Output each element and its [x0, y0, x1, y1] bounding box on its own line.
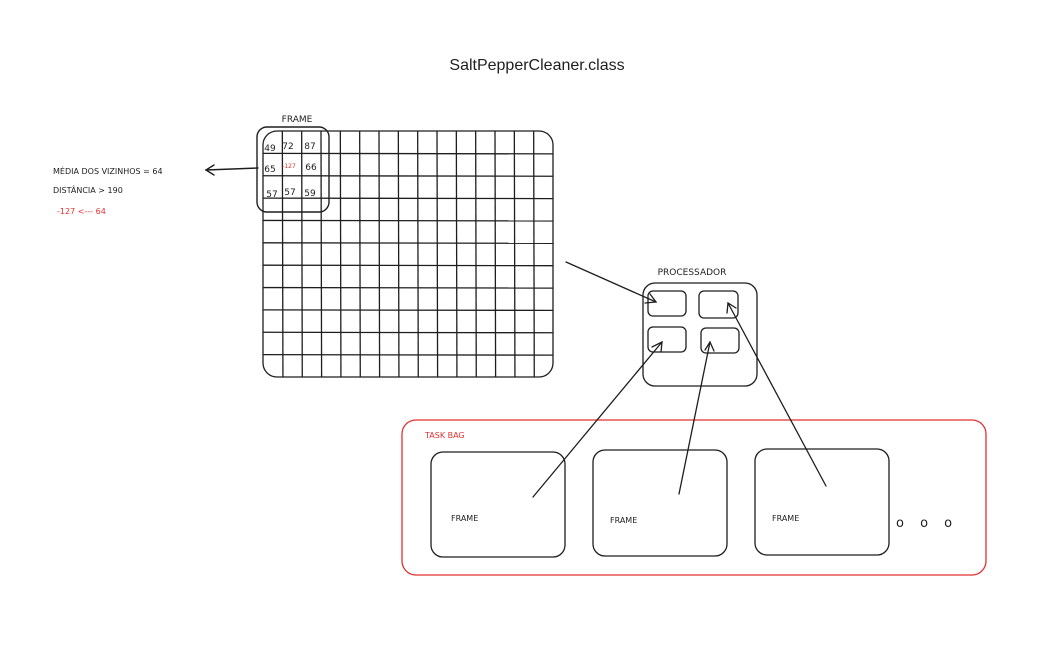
cell-0-0: 49 [264, 144, 276, 154]
grid-vertical-line [533, 130, 535, 378]
grid-vertical-line [359, 130, 361, 378]
note-distance: DISTÂNCIA > 190 [53, 184, 123, 195]
neighborhood-window: 49 72 87 65 -127 66 57 57 59 [256, 126, 330, 213]
frame-label: FRAME [282, 115, 313, 125]
grid-vertical-line [281, 130, 284, 378]
task-bag-more-ellipsis: o o o [896, 516, 958, 531]
cell-2-2: 59 [304, 189, 316, 199]
grid-horizontal-line [262, 353, 554, 356]
cell-1-1: -127 [282, 163, 296, 170]
cell-2-1: 57 [284, 188, 295, 198]
grid-vertical-line [339, 130, 342, 378]
cell-0-2: 87 [304, 142, 315, 152]
grid-vertical-line [378, 130, 381, 378]
grid-horizontal-line [262, 219, 554, 222]
processor-label: PROCESSADOR [658, 268, 727, 278]
grid-horizontal-line [262, 197, 554, 200]
arrow-frame-to-processor [565, 261, 658, 304]
note-replacement: -127 <--- 64 [57, 207, 106, 216]
neighborhood-window-border [256, 126, 330, 213]
frame-grid [262, 130, 554, 378]
grid-vertical-line [494, 130, 497, 378]
processor-core-1 [647, 290, 687, 317]
processor-core-2 [698, 290, 739, 319]
grid-horizontal-line [262, 331, 554, 334]
grid-vertical-line [436, 130, 439, 378]
task-frame-1-label: FRAME [451, 514, 478, 523]
arrow-task3-to-core2 [726, 301, 827, 487]
task-frame-3-label: FRAME [772, 514, 799, 523]
task-bag: TASK BAG FRAME FRAME FRAME o o o [401, 419, 987, 576]
task-frame-2 [592, 449, 728, 557]
grid-horizontal-line [262, 309, 554, 312]
arrow-task2-to-core4 [678, 340, 715, 495]
grid-horizontal-line [262, 175, 554, 177]
processor-core-4 [700, 327, 740, 354]
task-bag-label: TASK BAG [424, 431, 465, 440]
grid-vertical-line [301, 130, 303, 378]
cell-1-0: 65 [264, 165, 275, 175]
grid-horizontal-line [262, 242, 554, 244]
grid-vertical-line [513, 130, 516, 378]
grid-vertical-line [417, 130, 419, 378]
note-neighbor-mean: MÉDIA DOS VIZINHOS = 64 [53, 165, 163, 176]
arrow-task1-to-core3 [532, 340, 663, 498]
grid-horizontal-line [262, 286, 554, 289]
grid-horizontal-line [262, 152, 554, 155]
frame-grid-border [262, 130, 554, 378]
task-bag-border [401, 419, 987, 576]
task-frame-1 [430, 451, 566, 558]
grid-vertical-line [320, 130, 323, 378]
processor-core-3 [647, 326, 687, 353]
processor-border [642, 282, 758, 387]
grid-horizontal-line [262, 264, 554, 267]
grid-vertical-line [455, 130, 458, 378]
cell-2-0: 57 [266, 190, 277, 200]
cell-0-1: 72 [282, 142, 293, 152]
frame-grid-lines [262, 130, 554, 378]
grid-vertical-line [475, 130, 477, 378]
grid-vertical-line [397, 130, 400, 378]
processor [642, 282, 758, 387]
diagram-title: SaltPepperCleaner.class [449, 57, 624, 74]
arrow-window-to-notes [204, 164, 259, 176]
task-frame-2-label: FRAME [610, 516, 637, 525]
task-frame-3 [754, 448, 890, 556]
cell-1-2: 66 [305, 163, 317, 173]
